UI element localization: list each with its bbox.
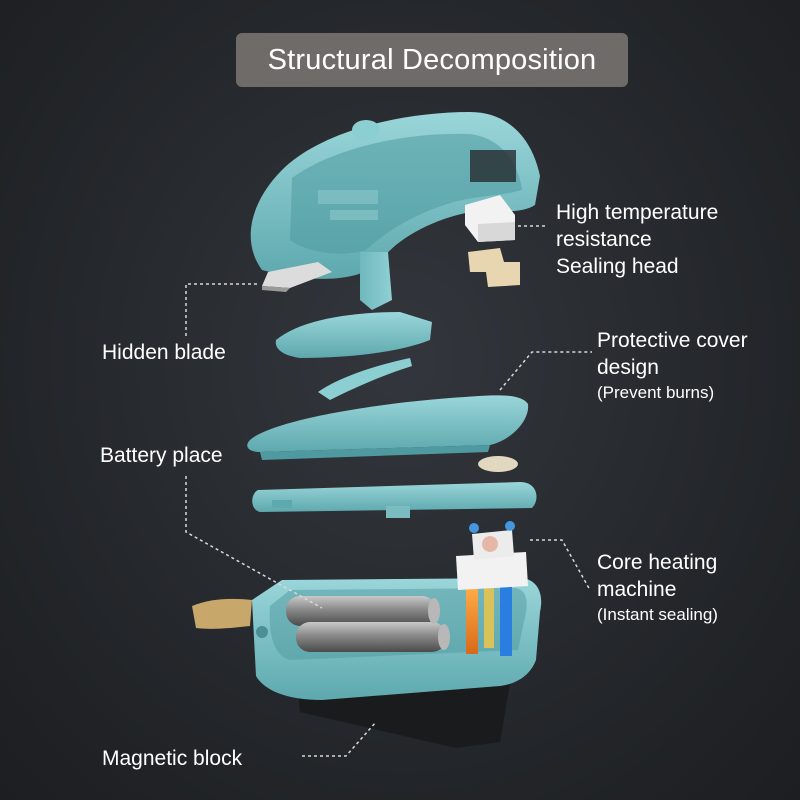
top-shell bbox=[250, 112, 541, 279]
label-magnetic-block: Magnetic block bbox=[102, 747, 243, 770]
label-sealing-head-line2: resistance bbox=[556, 228, 652, 251]
label-core-heating-note: (Instant sealing) bbox=[597, 605, 718, 624]
label-sealing-head-line1: High temperature bbox=[556, 201, 719, 224]
hidden-blade bbox=[262, 262, 332, 292]
label-protective-cover-note: (Prevent burns) bbox=[597, 383, 715, 402]
label-sealing-head: High temperature resistance Sealing head bbox=[556, 199, 718, 280]
label-sealing-head-line3: Sealing head bbox=[556, 255, 679, 278]
sealing-head bbox=[465, 195, 520, 287]
batteries bbox=[286, 596, 450, 652]
leader-core-heating bbox=[530, 539, 591, 591]
core-heating-element bbox=[456, 521, 528, 656]
label-core-heating-line1: Core heating bbox=[597, 551, 718, 574]
blade-holder bbox=[275, 312, 432, 400]
label-core-heating-line2: machine bbox=[597, 578, 677, 601]
diagram-title: Structural Decomposition bbox=[236, 33, 628, 87]
hinge-stem bbox=[360, 252, 392, 310]
strap bbox=[192, 598, 252, 629]
label-hidden-blade: Hidden blade bbox=[102, 341, 226, 364]
protective-cover bbox=[247, 395, 529, 460]
leader-protective-cover bbox=[499, 351, 592, 391]
leader-hidden-blade bbox=[185, 283, 260, 336]
leader-battery-place bbox=[185, 476, 323, 609]
label-protective-cover-line1: Protective cover bbox=[597, 329, 748, 352]
label-battery-place: Battery place bbox=[100, 444, 223, 467]
leader-magnetic-block bbox=[302, 721, 377, 757]
leader-lines bbox=[185, 225, 592, 757]
inner-frame bbox=[252, 456, 537, 518]
label-protective-cover: Protective cover design (Prevent burns) bbox=[597, 327, 748, 405]
label-protective-cover-line2: design bbox=[597, 356, 659, 379]
label-core-heating: Core heating machine (Instant sealing) bbox=[597, 549, 718, 627]
